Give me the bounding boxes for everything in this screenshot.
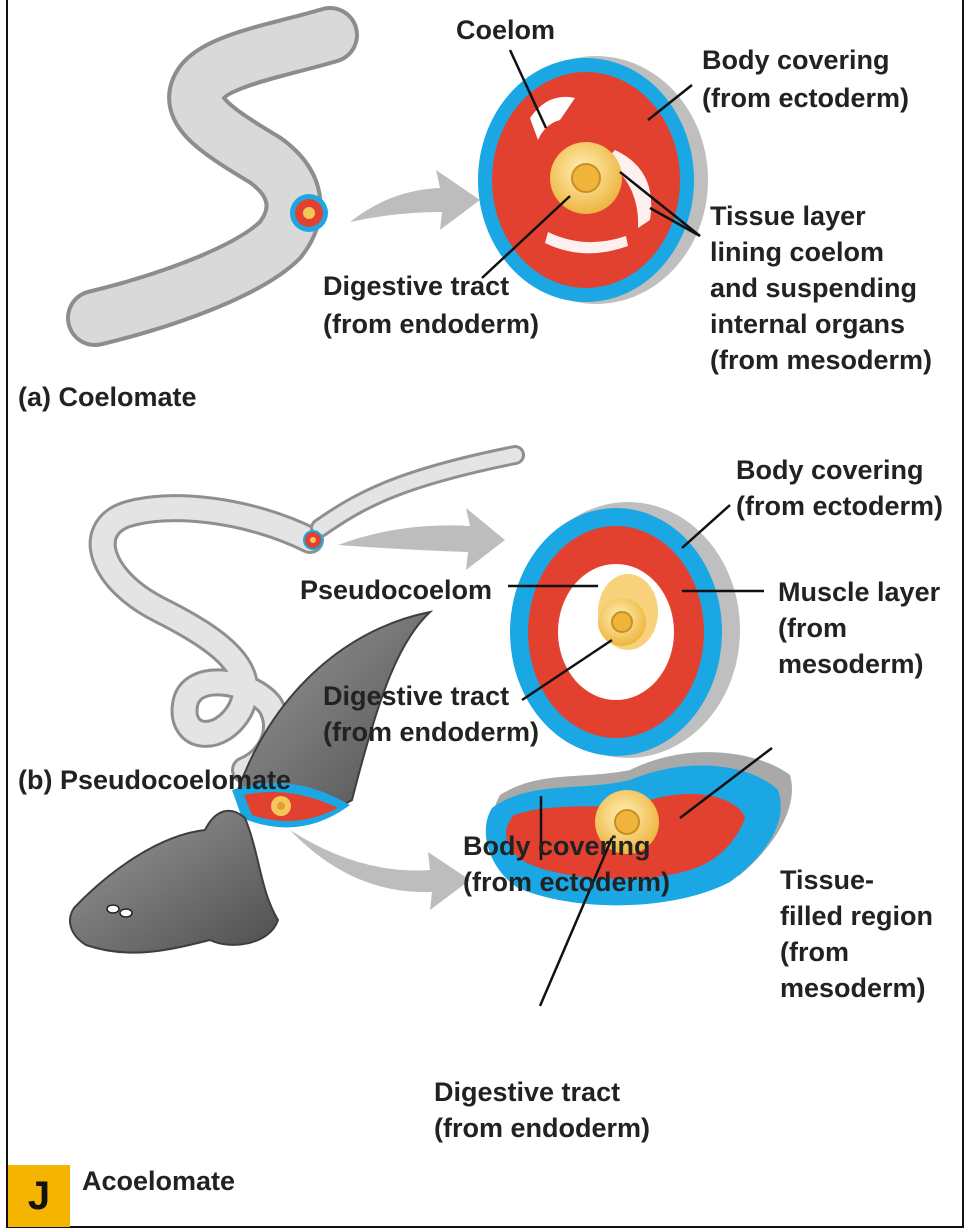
label-tissue-a-5: (from mesoderm) (710, 342, 932, 378)
arrow-b (338, 508, 505, 570)
label-digestive-a-1: Digestive tract (323, 268, 509, 304)
caption-acoelomate: Acoelomate (82, 1166, 235, 1197)
label-body-covering-b-2: (from ectoderm) (736, 488, 943, 524)
caption-pseudocoelomate: (b) Pseudocoelomate (18, 765, 291, 796)
label-body-covering-c-1: Body covering (463, 828, 651, 864)
label-body-covering-a-1: Body covering (702, 42, 890, 78)
label-tissue-a-4: internal organs (710, 306, 905, 342)
label-body-covering-b-1: Body covering (736, 452, 924, 488)
pseudocoelomate-cross-section (510, 502, 740, 758)
label-pseudocoelom: Pseudocoelom (300, 572, 492, 608)
label-tissue-a-1: Tissue layer (710, 198, 866, 234)
label-muscle-3: mesoderm) (778, 646, 924, 682)
label-tissue-c-2: filled region (780, 898, 933, 934)
label-digestive-b-1: Digestive tract (323, 678, 509, 714)
label-tissue-c-3: (from (780, 934, 849, 970)
label-body-covering-c-2: (from ectoderm) (463, 864, 670, 900)
label-digestive-c-1: Digestive tract (434, 1074, 620, 1110)
label-tissue-c-1: Tissue- (780, 862, 874, 898)
corner-badge: J (8, 1165, 70, 1227)
label-digestive-b-2: (from endoderm) (323, 714, 539, 750)
label-tissue-c-4: mesoderm) (780, 970, 926, 1006)
label-coelom: Coelom (456, 12, 555, 48)
label-tissue-a-2: lining coelom (710, 234, 884, 270)
caption-coelomate: (a) Coelomate (18, 382, 197, 413)
label-digestive-a-2: (from endoderm) (323, 306, 539, 342)
coelomate-cross-section (478, 56, 708, 304)
label-body-covering-a-2: (from ectoderm) (702, 80, 909, 116)
arrow-c (290, 830, 470, 910)
earthworm (95, 35, 330, 318)
arrow-a (350, 170, 480, 230)
label-tissue-a-3: and suspending (710, 270, 917, 306)
label-muscle-2: (from (778, 610, 847, 646)
label-muscle-1: Muscle layer (778, 574, 940, 610)
label-digestive-c-2: (from endoderm) (434, 1110, 650, 1146)
